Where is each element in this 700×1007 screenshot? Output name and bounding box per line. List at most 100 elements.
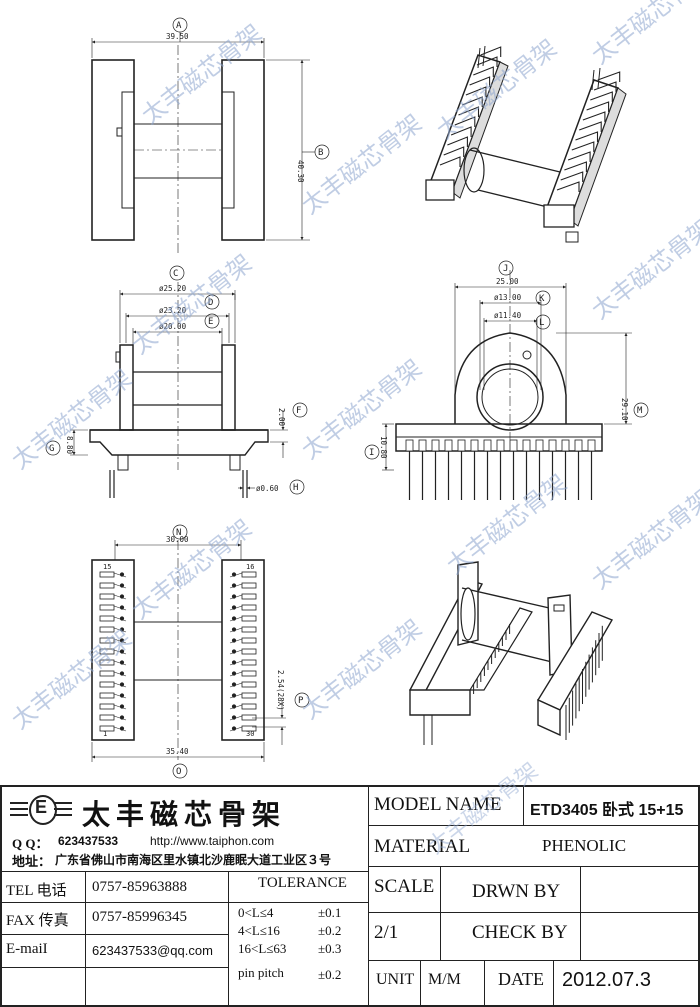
watermark-text: 太丰磁芯骨架 bbox=[431, 34, 562, 145]
dim-front-c: ø25.20 bbox=[159, 284, 187, 293]
bottom-pin-slot-right bbox=[241, 648, 257, 655]
bottom-pin-slot-right bbox=[241, 582, 257, 589]
fax-label: FAX 传真 bbox=[6, 913, 69, 929]
bottom-view bbox=[91, 524, 310, 779]
watermark-text: 太丰磁芯骨架 bbox=[296, 614, 427, 725]
front-view bbox=[45, 265, 308, 498]
iso-fin-left bbox=[439, 156, 461, 167]
address-label: 地址： bbox=[12, 854, 52, 869]
company-name: 太丰磁芯骨架 bbox=[82, 800, 287, 831]
dim-front-g: 8.80 bbox=[65, 436, 74, 455]
top-right-boss bbox=[221, 91, 235, 209]
scale-label: SCALE bbox=[374, 876, 435, 897]
tol-value-4: ±0.2 bbox=[318, 967, 342, 982]
tolerance-header: TOLERANCE bbox=[258, 875, 347, 891]
tol-value-1: ±0.1 bbox=[318, 905, 342, 920]
bottom-pin-slot-right bbox=[241, 593, 257, 600]
drawn-by-label: DRWN BY bbox=[472, 881, 561, 902]
side-pin-body bbox=[405, 439, 414, 452]
bottom-pin-slot-left bbox=[99, 615, 115, 622]
callout-l: L bbox=[539, 318, 544, 328]
bottom-pin-slot-left bbox=[99, 571, 115, 578]
bottom-pin-slot-left bbox=[99, 681, 115, 688]
bottom-pin-slot-left bbox=[99, 670, 115, 677]
date-label: DATE bbox=[498, 969, 544, 989]
model-name-label: MODEL NAME bbox=[374, 794, 502, 815]
callout-a: A bbox=[176, 21, 182, 31]
watermark-text: 太丰磁芯骨架 bbox=[296, 109, 427, 220]
dim-front-d: ø23.20 bbox=[159, 306, 187, 315]
watermark-text: 太丰磁芯骨架 bbox=[6, 624, 137, 735]
bottom-pin-slot-left bbox=[99, 582, 115, 589]
iso-fin-left bbox=[480, 46, 502, 57]
qq-value: 623437533 bbox=[58, 834, 119, 848]
bottom-pin-slot-right bbox=[241, 714, 257, 721]
dim-bottom-o: 35.40 bbox=[166, 747, 189, 756]
side-pin-body bbox=[483, 439, 492, 452]
dim-front-h: ø0.60 bbox=[256, 484, 279, 493]
watermark-text: 太丰磁芯骨架 bbox=[136, 19, 267, 130]
dim-top-width: 39.50 bbox=[166, 32, 189, 41]
callout-o: O bbox=[176, 767, 181, 777]
bottom-pin-slot-right bbox=[241, 615, 257, 622]
isometric-view-bottom bbox=[408, 561, 614, 745]
tol-value-2: ±0.2 bbox=[318, 923, 342, 938]
iso-fin-left bbox=[465, 86, 487, 97]
iso-fin-right bbox=[575, 131, 599, 142]
watermark-text: 太丰磁芯骨架 bbox=[126, 249, 257, 360]
iso-fin-right bbox=[579, 121, 602, 132]
bottom-pin-slot-right bbox=[241, 637, 257, 644]
email-value: 623437533@qq.com bbox=[92, 943, 213, 958]
side-pin-body bbox=[444, 439, 453, 452]
watermark-text: 太丰磁芯骨架 bbox=[586, 0, 700, 70]
top-left-flange bbox=[91, 59, 135, 241]
iso-fin-right bbox=[564, 161, 587, 172]
bottom-pin-slot-right bbox=[241, 604, 257, 611]
watermark-text: 太丰磁芯骨架 bbox=[126, 514, 257, 625]
dim-side-i: 10.80 bbox=[379, 436, 388, 459]
iso-fin-right bbox=[586, 101, 610, 112]
iso-fin-right bbox=[567, 151, 591, 162]
bottom-pin-slot-left bbox=[99, 692, 115, 699]
pin-label-15: 15 bbox=[103, 563, 111, 571]
bottom-pin-slot-right bbox=[241, 626, 257, 633]
bottom-pin-slot-left bbox=[99, 703, 115, 710]
iso-fin-left bbox=[447, 136, 468, 147]
callout-g: G bbox=[49, 444, 54, 454]
callout-j: J bbox=[503, 264, 508, 274]
top-left-boss bbox=[121, 91, 135, 209]
side-pin-body bbox=[561, 439, 570, 452]
iso-fin-right bbox=[593, 81, 617, 92]
iso-fin-left bbox=[443, 146, 465, 157]
dim-side-l: ø11.40 bbox=[494, 311, 522, 320]
fax-value: 0757-85996345 bbox=[92, 909, 187, 925]
side-pin-body bbox=[457, 439, 466, 452]
side-pin-body bbox=[509, 439, 518, 452]
pin-label-16: 16 bbox=[246, 563, 254, 571]
iso-fin-right bbox=[571, 141, 595, 152]
iso-fin-right bbox=[590, 91, 613, 102]
iso-fin-left bbox=[450, 126, 472, 137]
tel-value: 0757-85963888 bbox=[92, 879, 187, 895]
iso-fin-left bbox=[458, 106, 480, 117]
address-value: 广东省佛山市南海区里水镇北沙鹿眠大道工业区３号 bbox=[55, 853, 332, 867]
tol-range-3: 16<L≤63 bbox=[238, 941, 287, 956]
callout-d: D bbox=[208, 298, 213, 308]
bottom-pin-slot-right bbox=[241, 571, 257, 578]
logo-letter: E bbox=[35, 797, 48, 817]
bottom-pin-slot-right bbox=[241, 659, 257, 666]
scale-value: 2/1 bbox=[374, 922, 399, 943]
company-logo: E bbox=[10, 791, 72, 827]
side-pin-body bbox=[496, 439, 505, 452]
bottom-pin-slot-left bbox=[99, 626, 115, 633]
side-pin-body bbox=[470, 439, 479, 452]
side-pin-body bbox=[522, 439, 531, 452]
bottom-pin-slot-right bbox=[241, 681, 257, 688]
dim-top-height: 40.30 bbox=[296, 160, 305, 183]
callout-n: N bbox=[176, 528, 181, 538]
email-label: E-maiI bbox=[6, 941, 48, 957]
callout-h: H bbox=[293, 483, 298, 493]
date-value: 2012.07.3 bbox=[562, 969, 651, 991]
website: http://www.taiphon.com bbox=[150, 834, 275, 848]
callout-c: C bbox=[173, 269, 178, 279]
